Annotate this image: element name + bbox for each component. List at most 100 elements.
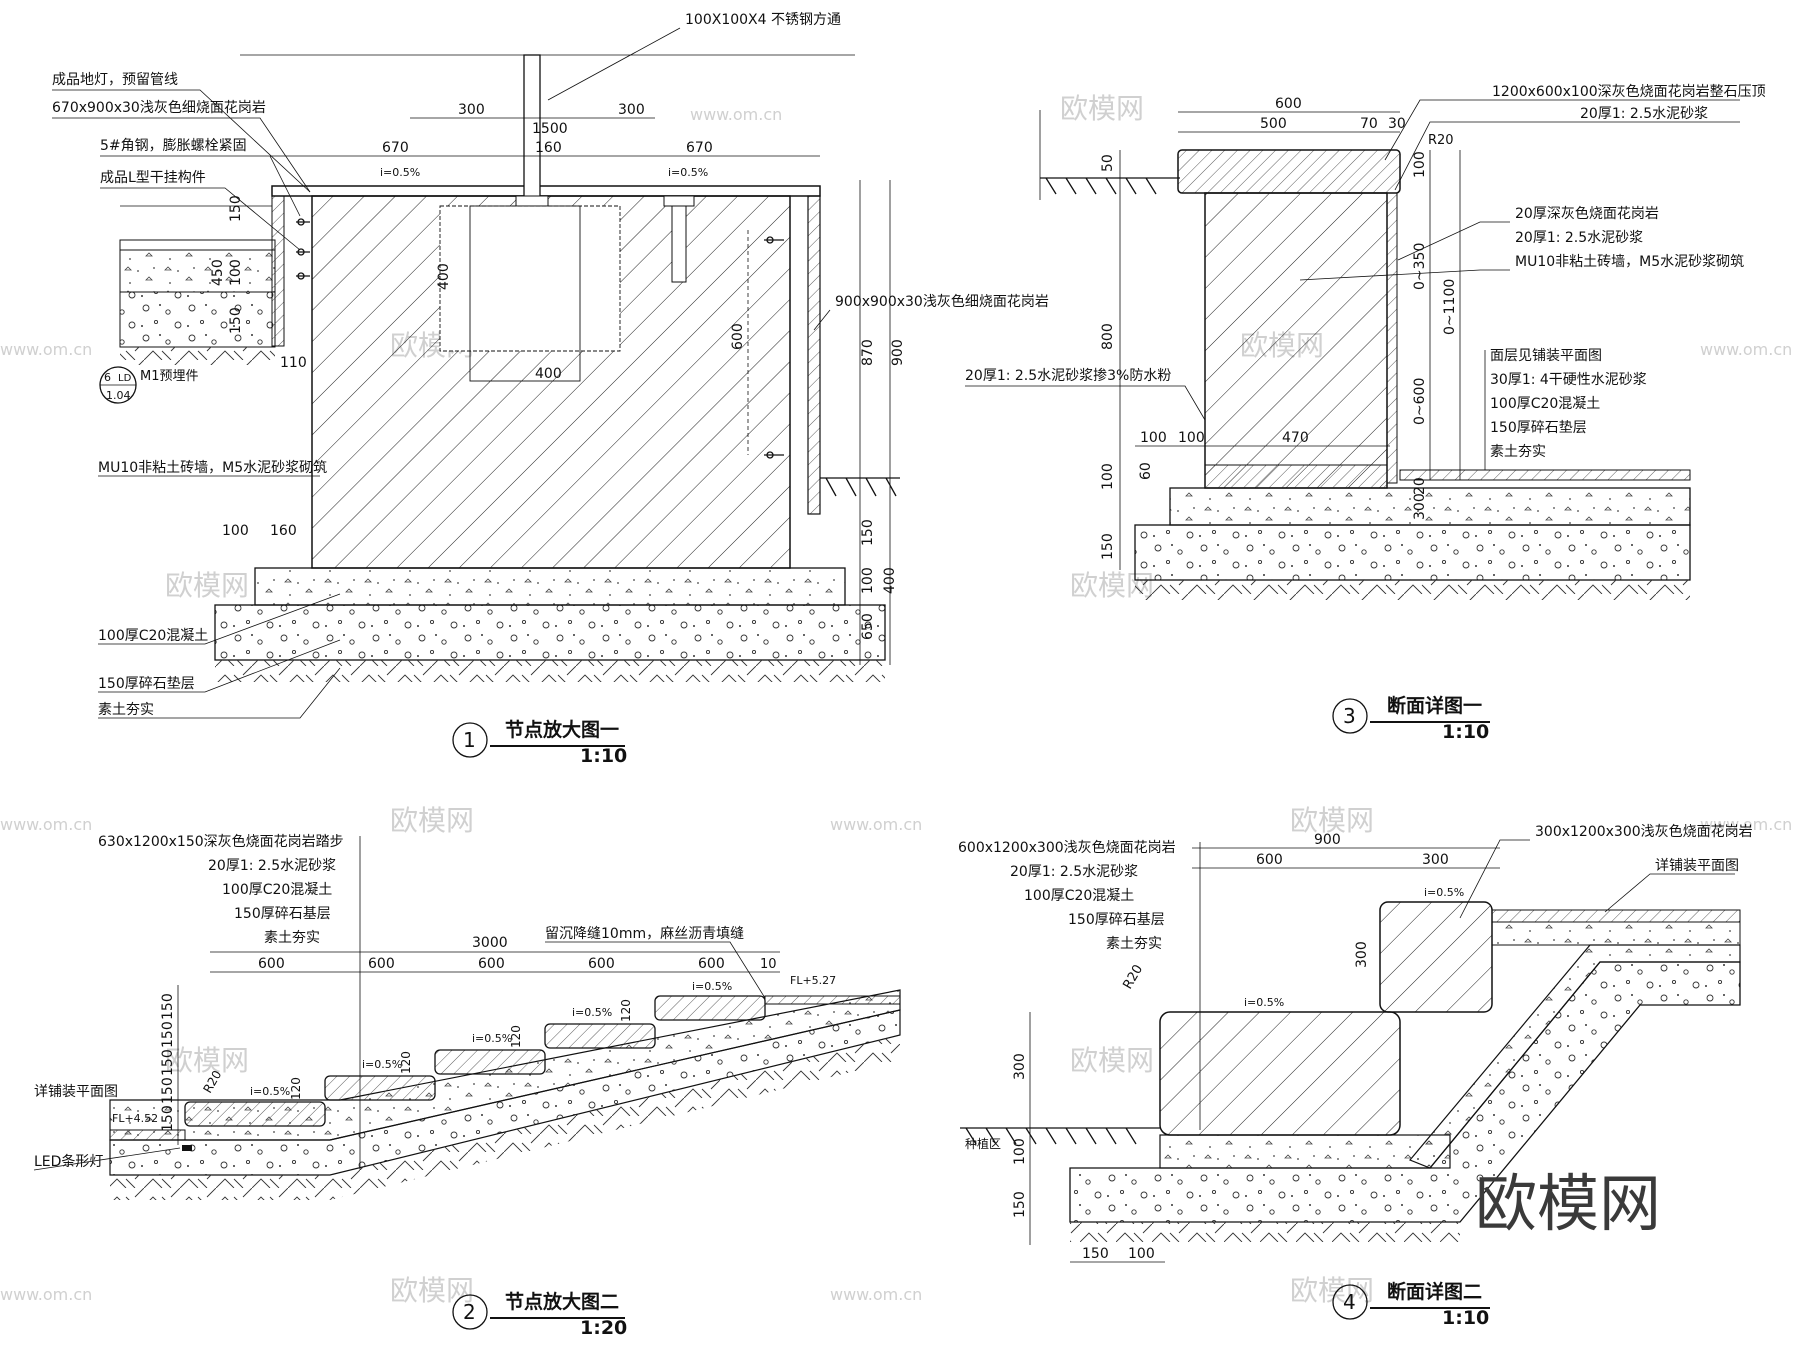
- watermark-site: www.om.cn: [1700, 340, 1792, 359]
- dim: 150: [160, 1077, 176, 1104]
- concrete-layer: [1169, 487, 1691, 526]
- dim: 800: [1100, 323, 1116, 350]
- dim: 120: [509, 1025, 523, 1048]
- label-tread: 630x1200x150深灰色烧面花岗岩踏步: [98, 833, 344, 850]
- watermark-site: www.om.cn: [1700, 815, 1792, 834]
- dim: 0~350: [1412, 243, 1428, 290]
- label-gravel: 150厚碎石基层: [1068, 911, 1165, 928]
- soil-layer: [215, 660, 885, 682]
- dim: 100: [1140, 430, 1167, 446]
- dim: 600: [1256, 852, 1283, 868]
- dim: 100: [1012, 1138, 1028, 1165]
- concrete-layer: [254, 567, 846, 606]
- dim: 600: [368, 956, 395, 972]
- title-number: 4: [1343, 1290, 1356, 1314]
- label-concrete: 100厚C20混凝土: [98, 628, 208, 644]
- step: [324, 1075, 436, 1101]
- title-number: 2: [463, 1300, 476, 1324]
- dim: 70: [1360, 116, 1378, 132]
- step: [544, 1023, 656, 1049]
- dim: 670: [382, 140, 409, 156]
- detail-1: 300 1500 300 670 160 670 400 100 160 110…: [52, 12, 1049, 767]
- soil-layer: [1135, 580, 1690, 600]
- watermark-brand: 欧模网: [1060, 92, 1144, 125]
- label-l-bracket: 成品L型干挂构件: [100, 170, 206, 186]
- title-text: 断面详图一: [1387, 694, 1482, 717]
- label-finish: 面层见铺装平面图: [1490, 348, 1602, 364]
- title-circle: [1332, 1284, 1368, 1320]
- dim: 0~600: [1412, 378, 1428, 425]
- coping-stone: [1177, 149, 1401, 194]
- dim: 120: [619, 999, 633, 1022]
- dim: 900: [1314, 832, 1341, 848]
- dim: 600: [730, 323, 746, 350]
- watermark-site: www.om.cn: [0, 1285, 92, 1304]
- dim: 670: [686, 140, 713, 156]
- dim: 600: [698, 956, 725, 972]
- title-scale: 1:20: [580, 1317, 627, 1339]
- slope-label: i=0.5%: [362, 1058, 402, 1071]
- dim: 600: [478, 956, 505, 972]
- label-concrete: 100厚C20混凝土: [1490, 396, 1600, 412]
- title-number: 3: [1343, 704, 1356, 728]
- label-led: LED条形灯: [34, 1153, 103, 1170]
- dim: 100: [1100, 463, 1116, 490]
- label-pave: 详铺装平面图: [1655, 858, 1739, 874]
- label-dry-mortar: 30厚1: 4干硬性水泥砂浆: [1490, 372, 1647, 388]
- watermark-site: www.om.cn: [690, 105, 782, 124]
- floor-level: FL+4.52: [112, 1112, 158, 1125]
- dim: 300: [1422, 852, 1449, 868]
- upper-block: [1379, 901, 1493, 1013]
- dim: 400: [436, 263, 452, 290]
- dim: 600: [588, 956, 615, 972]
- watermark-site: www.om.cn: [0, 815, 92, 834]
- label-m1: M1预埋件: [140, 369, 199, 384]
- title-circle: [452, 722, 488, 758]
- label-upper-stone: 300x1200x300浅灰色烧面花岗岩: [1535, 823, 1753, 840]
- dim: 30: [1388, 116, 1406, 132]
- watermark-brand: 欧模网: [165, 1044, 249, 1077]
- label-soil: 素土夯实: [1106, 936, 1162, 952]
- label-planting: 种植区: [965, 1136, 1001, 1151]
- dim: 120: [399, 1051, 413, 1074]
- detail-ref-page: 1.04: [106, 389, 131, 402]
- radius-label: R20: [1120, 962, 1146, 992]
- title-circle: [1332, 698, 1368, 734]
- dim: 150: [160, 1049, 176, 1076]
- embed-box: [439, 205, 621, 352]
- dim: 150: [228, 307, 244, 334]
- slope-label: i=0.5%: [1424, 886, 1464, 899]
- detail-3: 600 500 70 30 50 800 100 150 60 100 0~35…: [965, 83, 1766, 743]
- dim: 50: [1100, 154, 1116, 172]
- label-concrete: 100厚C20混凝土: [1024, 888, 1134, 904]
- label-gravel: 150厚碎石垫层: [1490, 420, 1587, 436]
- slope-label: i=0.5%: [380, 166, 420, 179]
- dim: 450: [210, 259, 226, 286]
- dim: 900: [890, 339, 906, 366]
- slope-label: i=0.5%: [472, 1032, 512, 1045]
- dim: 110: [280, 355, 307, 371]
- dim: 60: [1138, 462, 1154, 480]
- floor-level: FL+5.27: [790, 974, 836, 987]
- title-text: 节点放大图一: [505, 718, 619, 741]
- dim: 150: [228, 195, 244, 222]
- label-concrete: 100厚C20混凝土: [222, 882, 332, 898]
- dim: 300: [458, 102, 485, 118]
- dim: 500: [1260, 116, 1287, 132]
- dim: 300: [618, 102, 645, 118]
- label-soil: 素土夯实: [264, 930, 320, 946]
- detail-ref-num: 6: [104, 371, 111, 384]
- dim: 1500: [532, 121, 568, 137]
- dim: 600: [258, 956, 285, 972]
- gravel-layer: [214, 604, 886, 661]
- step: [184, 1101, 326, 1127]
- dim: 160: [535, 140, 562, 156]
- dim: 600: [1275, 96, 1302, 112]
- lower-block: [1159, 1011, 1401, 1136]
- label-seam: 留沉降缝10mm，麻丝沥青填缝: [545, 926, 744, 942]
- dim: 100: [1128, 1246, 1155, 1262]
- title-scale: 1:10: [1442, 721, 1489, 743]
- dim: 100: [860, 567, 876, 594]
- led-strip: [182, 1145, 192, 1151]
